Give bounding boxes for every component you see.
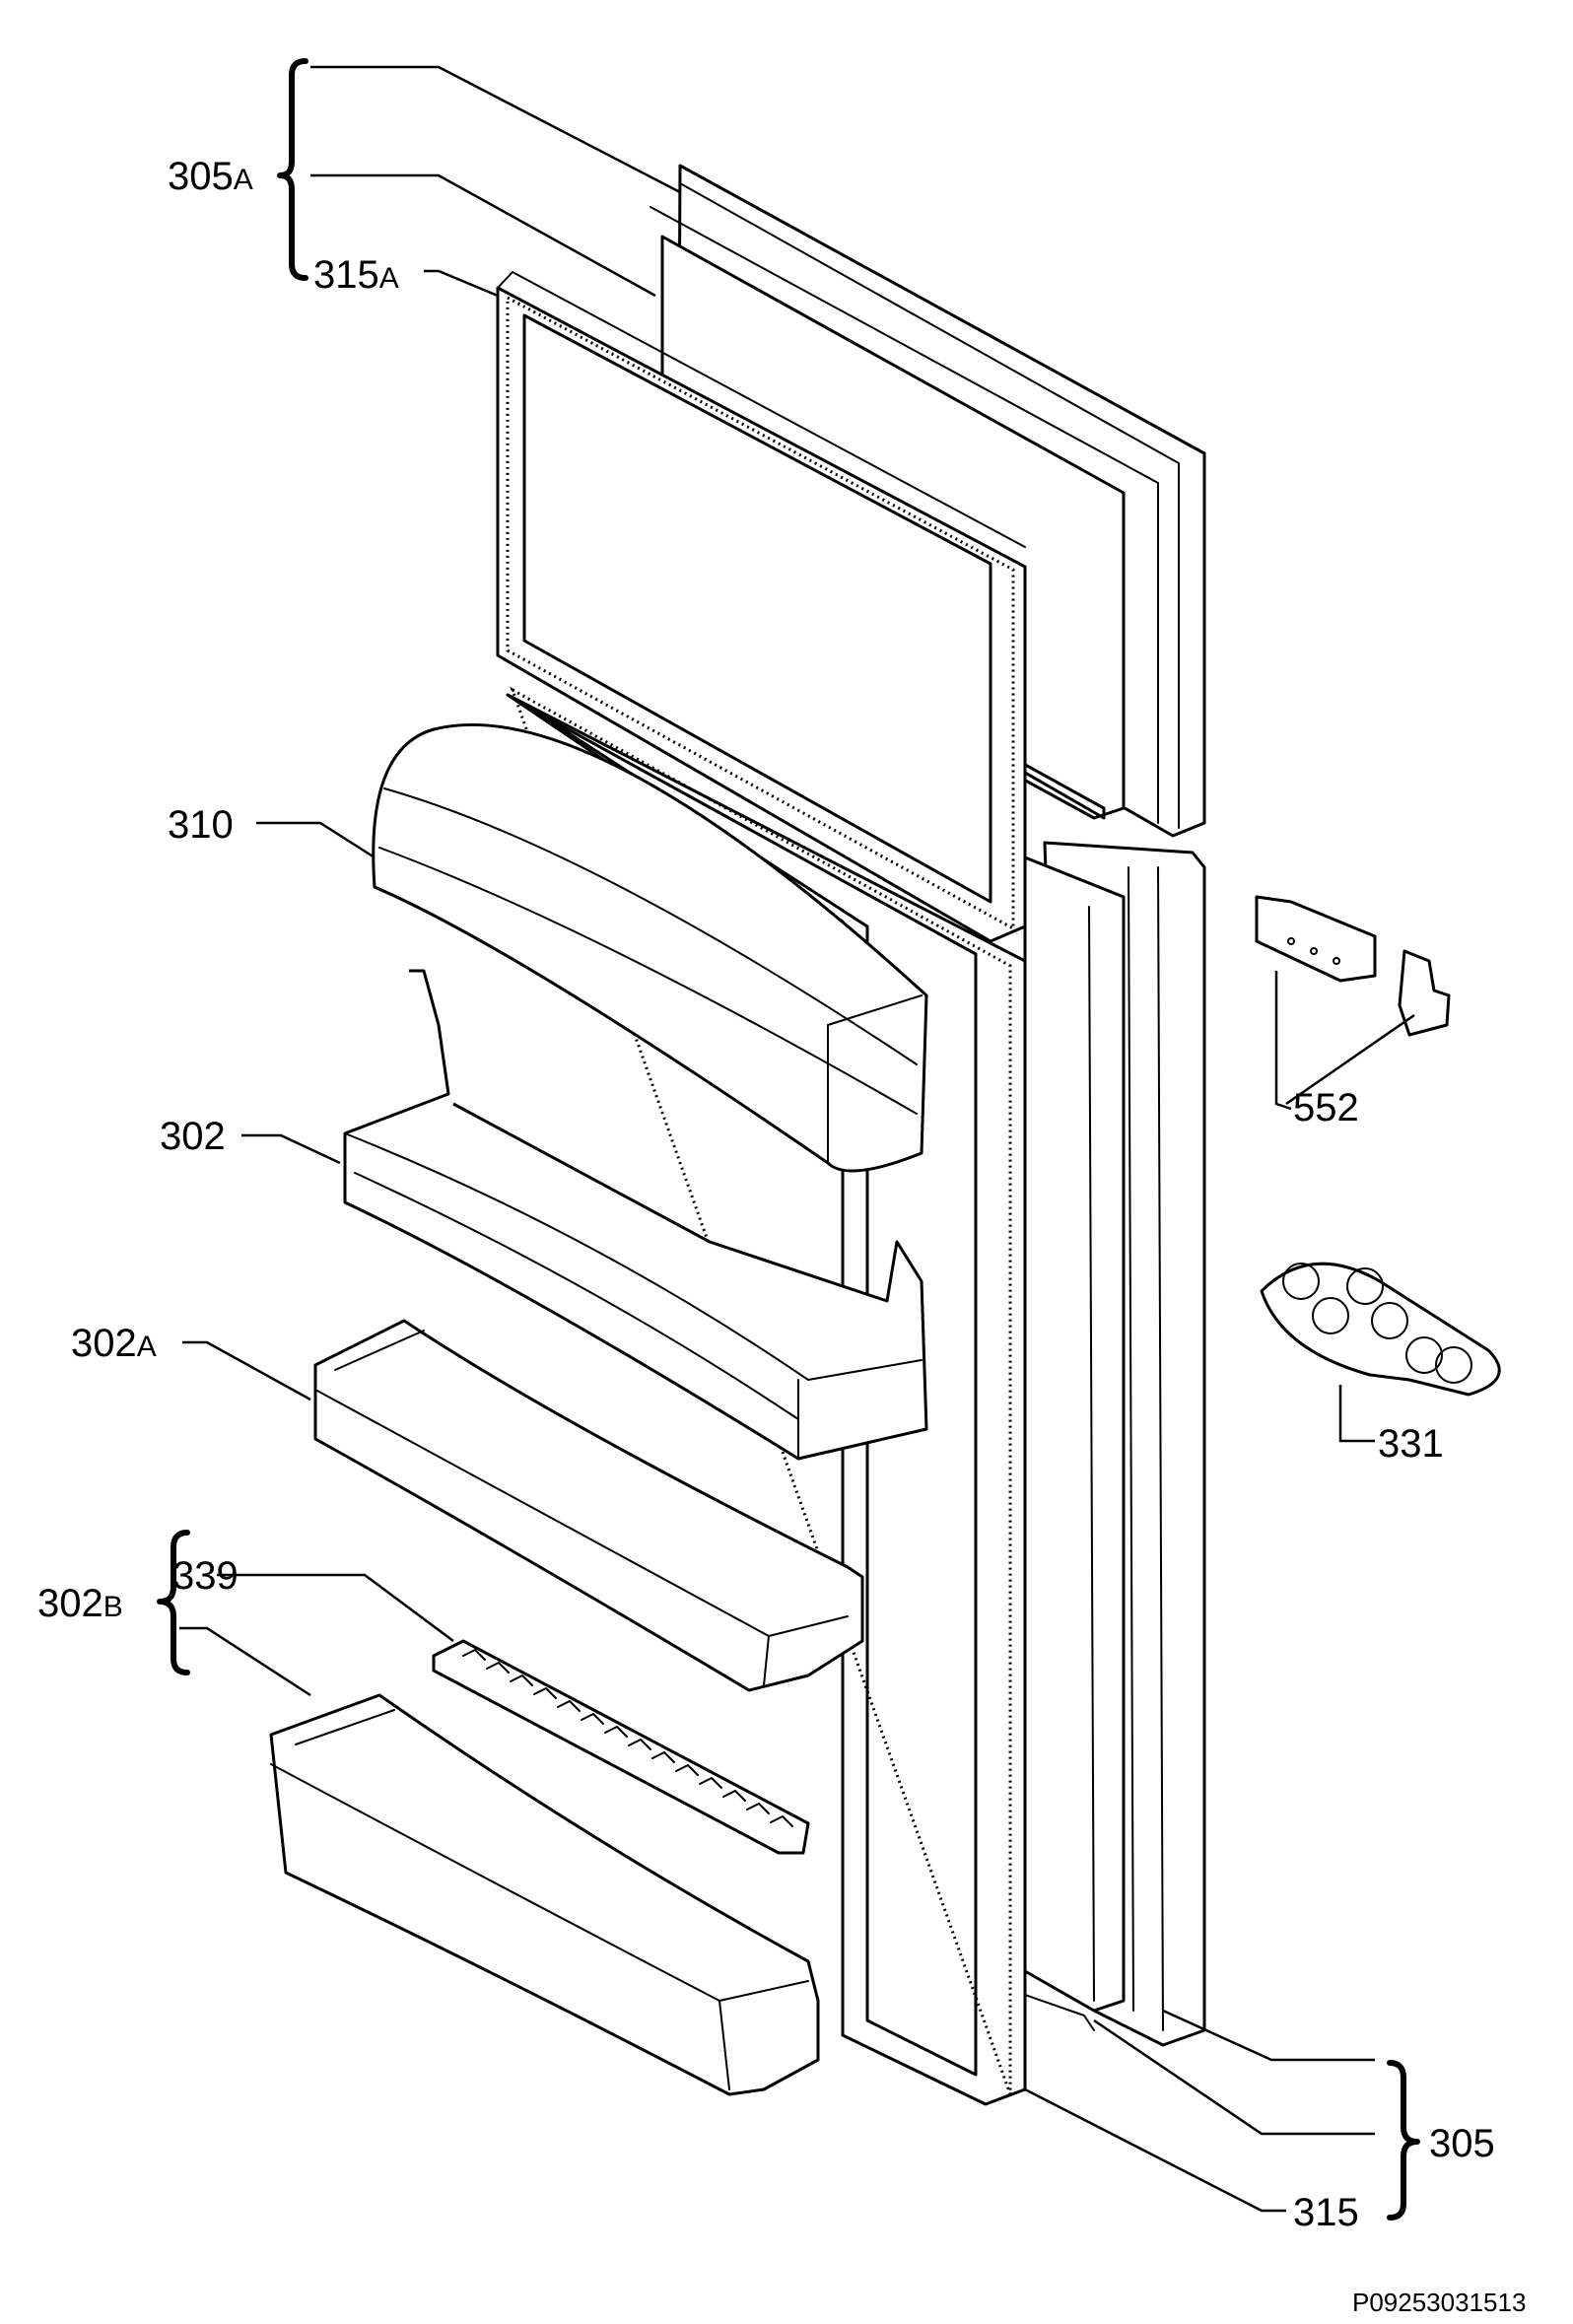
part-labels: 305A 315A 310 302 302A 339 302B 552 331 … (37, 155, 1526, 2317)
rack-slot (770, 1815, 793, 1827)
label-315: 315 (1293, 2191, 1359, 2234)
egg-tray-331 (1260, 1262, 1501, 1397)
label-302B: 302B (37, 1582, 123, 1625)
brace-305 (1387, 2060, 1420, 2221)
rack-slot (557, 1700, 581, 1712)
rack-slot (604, 1726, 628, 1738)
bottle-retainer-339 (432, 1639, 810, 1855)
leader-lines (179, 65, 1415, 2213)
label-331: 331 (1378, 1422, 1444, 1466)
brace-305A (277, 58, 308, 281)
brace-302B (157, 1530, 190, 1675)
rack-slot (722, 1790, 746, 1802)
door-shelf-302 (343, 969, 928, 1461)
rack-slot (651, 1751, 675, 1763)
rack-slot (533, 1687, 557, 1699)
drawing-code: P09253031513 (1352, 2288, 1526, 2317)
label-315A: 315A (313, 253, 399, 297)
label-302: 302 (160, 1115, 226, 1158)
rack-slot (486, 1662, 510, 1674)
rack-slot (675, 1764, 699, 1776)
braces (157, 58, 1420, 2221)
rack-slot (746, 1803, 770, 1814)
bottle-shelf-302B (269, 1693, 820, 2096)
fridge-door-inner-liner (985, 855, 1126, 2031)
rack-slot (628, 1739, 651, 1750)
rack-slot (699, 1777, 722, 1789)
label-339: 339 (172, 1554, 239, 1598)
rack-slot (462, 1649, 486, 1661)
label-305: 305 (1429, 2122, 1495, 2165)
rack-slot (510, 1675, 533, 1686)
dairy-compartment-cover (372, 722, 928, 1173)
label-305A: 305A (168, 155, 253, 198)
door-shelf-302A (313, 1319, 864, 1692)
freezer-door-gasket (496, 271, 1027, 943)
label-302A: 302A (71, 1322, 157, 1365)
label-552: 552 (1293, 1086, 1359, 1129)
label-310: 310 (168, 803, 234, 847)
hinge-552 (1255, 895, 1451, 1037)
rack-slot (581, 1713, 604, 1725)
